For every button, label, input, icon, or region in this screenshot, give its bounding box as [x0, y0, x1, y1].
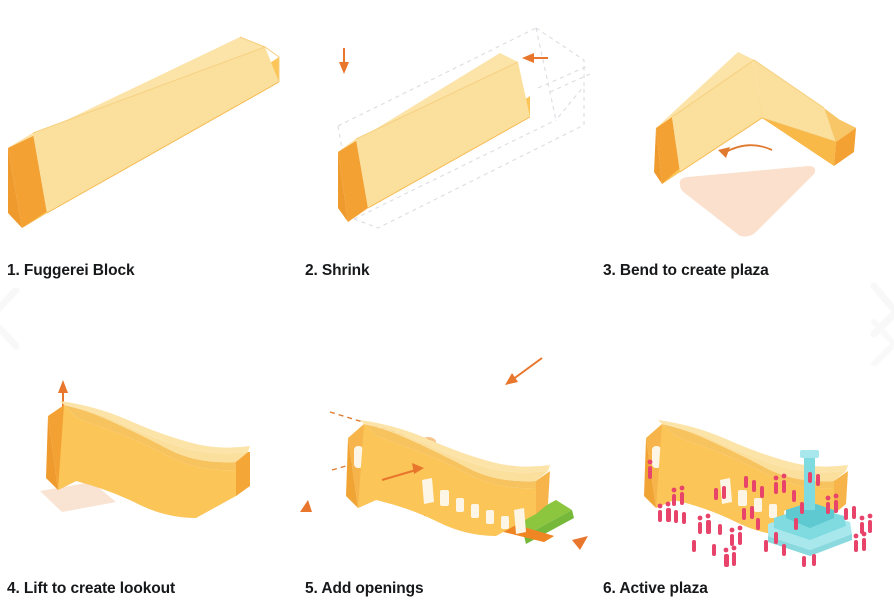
step-4-caption: 4. Lift to create lookout — [7, 579, 176, 597]
bend-rotation-arrow-icon — [718, 144, 773, 158]
shrink-arrow-left-icon — [522, 53, 548, 63]
block-volume-3 — [654, 52, 856, 184]
people-figures — [647, 459, 873, 567]
gable-window — [652, 446, 661, 468]
step-6-illustration — [596, 304, 894, 567]
push-arrow-down-left-icon — [300, 500, 312, 512]
step-2-illustration — [298, 0, 596, 262]
step-3-cell: 3. Bend to create plaza — [596, 0, 894, 304]
push-arrow-lower-left-icon — [381, 463, 424, 481]
step-3-caption: 3. Bend to create plaza — [603, 261, 769, 279]
step-5-illustration — [298, 304, 596, 566]
step-1-cell: 1. Fuggerei Block — [0, 0, 298, 304]
gable-window — [354, 446, 363, 468]
plaza-surface — [679, 166, 816, 237]
step-2-caption: 2. Shrink — [305, 261, 370, 279]
step-5-cell: 5. Add openings — [298, 304, 596, 608]
block-volume-4 — [46, 401, 250, 518]
facade-windows — [422, 478, 526, 534]
push-arrow-upper-right-icon — [505, 357, 543, 385]
step-6-caption: 6. Active plaza — [603, 579, 708, 597]
step-2-cell: 2. Shrink — [298, 0, 596, 304]
block-volume-5 — [346, 420, 550, 536]
ghost-outline-guides — [337, 27, 591, 229]
step-4-cell: 4. Lift to create lookout — [0, 304, 298, 608]
step-1-illustration — [0, 0, 298, 262]
block-volume-1 — [8, 36, 280, 228]
step-3-illustration — [596, 0, 894, 262]
block-volume-2 — [338, 53, 531, 222]
step-4-illustration — [0, 304, 298, 566]
push-arrow-down-right-icon — [572, 536, 588, 550]
shrink-arrow-down-icon — [339, 48, 349, 74]
step-6-cell: 6. Active plaza — [596, 304, 894, 608]
step-1-caption: 1. Fuggerei Block — [7, 261, 135, 279]
step-5-caption: 5. Add openings — [305, 579, 424, 597]
